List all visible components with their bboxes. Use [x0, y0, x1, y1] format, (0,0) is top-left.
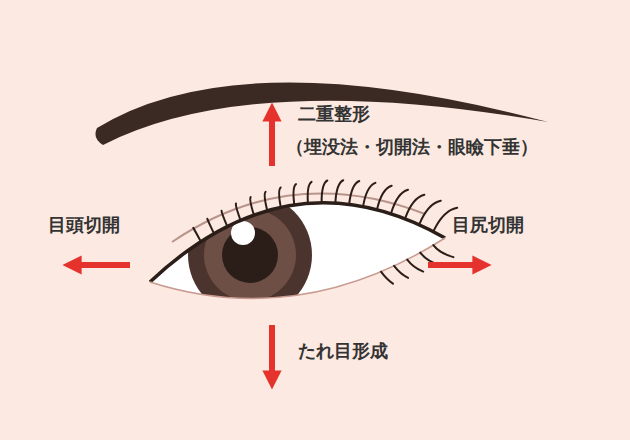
eyelash — [349, 181, 359, 204]
procedure-label: 二重整形 — [298, 103, 370, 125]
method-label: （埋没法・切開法・眼瞼下垂） — [286, 136, 538, 158]
eyelash — [433, 245, 453, 257]
procedure-label: 目尻切開 — [452, 214, 524, 236]
eyelash — [405, 195, 424, 219]
eyelash — [394, 266, 408, 278]
eyelash — [207, 219, 214, 234]
eyelash — [222, 211, 228, 227]
eyelash — [377, 186, 392, 210]
eyelash — [250, 197, 254, 215]
eyelash — [193, 228, 201, 242]
eyebrow — [95, 82, 548, 145]
eyelash — [335, 180, 343, 203]
eyelashes — [193, 180, 457, 283]
eyelash — [322, 180, 328, 202]
arrow-down — [269, 325, 275, 380]
arrow-right — [428, 262, 482, 268]
eyelash — [419, 201, 441, 225]
procedure-label: たれ目形成 — [298, 340, 388, 362]
iris-inner — [204, 209, 296, 301]
eyelash — [363, 183, 375, 207]
arrow-up — [269, 112, 275, 166]
eyelash — [279, 187, 281, 207]
procedure-label: 目頭切開 — [48, 214, 120, 236]
lower-lid-line — [150, 238, 445, 298]
arrow-left — [72, 262, 130, 268]
eyelash — [265, 192, 268, 211]
upper-lid-line — [150, 203, 445, 282]
eyelash — [381, 272, 393, 284]
eyelash — [236, 203, 241, 220]
eyelash — [308, 182, 312, 204]
eyelash — [407, 260, 423, 272]
eyelash — [293, 184, 296, 205]
eyelash — [391, 190, 408, 214]
